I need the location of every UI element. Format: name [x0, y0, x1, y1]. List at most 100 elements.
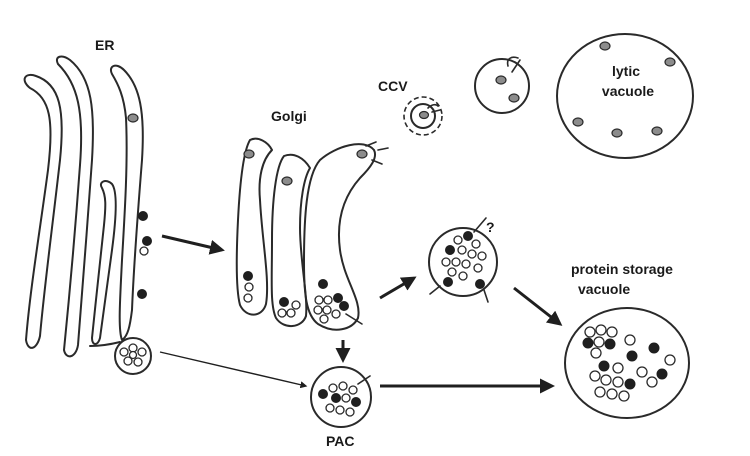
er-bud-stalk [89, 341, 121, 347]
er-dark-protein-1 [138, 211, 148, 221]
dv-dark-2 [445, 245, 455, 255]
pac-light-1 [328, 383, 338, 393]
arrow-golgi-to-dense-vesicle [379, 276, 417, 300]
golgi-c3-light-4 [322, 305, 332, 315]
lytic-gray-protein-3 [572, 117, 584, 127]
er-cisterna-1 [23, 74, 63, 349]
ccv-membrane [410, 103, 436, 129]
dv-light-8 [461, 259, 471, 269]
ccv-gray-protein [418, 110, 430, 120]
dv-light-4 [467, 249, 477, 259]
dv-light-9 [473, 263, 483, 273]
golgi-c3-light-5 [331, 309, 341, 319]
psv-p7 [624, 334, 636, 346]
pac-dark-2 [331, 393, 341, 403]
label-lytic-vacuole-1: lytic [612, 63, 640, 79]
label-question: ? [486, 219, 495, 235]
pac-group [310, 366, 372, 428]
dv-receptor-3 [483, 289, 489, 303]
label-ccv: CCV [378, 78, 408, 94]
er-bud [114, 337, 152, 375]
pac-light-3 [348, 385, 358, 395]
dv-dark-4 [475, 279, 485, 289]
psv-p22 [618, 390, 630, 402]
dv-light-6 [441, 257, 451, 267]
psv-p6 [604, 338, 616, 350]
golgi-c3-dark-3 [339, 301, 349, 311]
psv-p20 [594, 386, 606, 398]
golgi-c3-light-3 [313, 305, 323, 315]
golgi-c2-dark [279, 297, 289, 307]
dv-light-1 [453, 235, 463, 245]
er-group [23, 55, 152, 375]
dv-dark-3 [443, 277, 453, 287]
pac-receptor [357, 375, 371, 385]
golgi-c1-dark [243, 271, 253, 281]
psv-p23 [656, 368, 668, 380]
vesicle-receptor-2 [511, 59, 521, 73]
golgi-c3-dark-2 [333, 293, 343, 303]
er-dark-protein-3 [137, 289, 147, 299]
psv-p3 [606, 326, 618, 338]
golgi-coat-3 [377, 147, 389, 151]
dv-light-3 [457, 245, 467, 255]
golgi-cisterna-3 [303, 143, 376, 331]
dense-vesicle-membrane [428, 227, 498, 297]
er-bud-light-1 [119, 347, 129, 357]
dv-light-5 [477, 251, 487, 261]
psv-membrane [564, 307, 690, 419]
psv-p16 [600, 374, 612, 386]
ccv-receptor-2 [431, 109, 441, 113]
golgi-c1-light-2 [243, 293, 253, 303]
psv-p13 [612, 362, 624, 374]
psv-p4 [582, 337, 594, 349]
golgi-c3-light-2 [323, 295, 333, 305]
dv-light-7 [451, 257, 461, 267]
vesicle-gray-protein-2 [508, 93, 520, 103]
arrow-er-to-pac [159, 351, 308, 389]
dv-light-11 [458, 271, 468, 281]
er-bud-light-4 [123, 356, 133, 366]
pac-dark-1 [318, 389, 328, 399]
transport-vesicle [474, 56, 530, 114]
psv-p21 [606, 388, 618, 400]
psv-p11 [664, 354, 676, 366]
psv-p15 [589, 370, 601, 382]
pac-dark-3 [351, 397, 361, 407]
dv-receptor-2 [429, 285, 441, 295]
label-er: ER [95, 37, 114, 53]
golgi-gray-protein-1 [243, 149, 255, 159]
golgi-group [235, 137, 389, 331]
er-light-protein-1 [139, 246, 149, 256]
vesicle-receptor-1 [506, 56, 519, 67]
ccv-receptor-1 [427, 103, 439, 109]
psv-p10 [648, 342, 660, 354]
label-psv-2: vacuole [578, 281, 630, 297]
dv-light-2 [471, 239, 481, 249]
psv-p9 [626, 350, 638, 362]
label-golgi: Golgi [271, 108, 307, 124]
er-dark-protein-2 [142, 236, 152, 246]
lytic-vacuole-membrane [556, 33, 694, 159]
pac-light-6 [335, 405, 345, 415]
dense-vesicle-group [428, 217, 498, 303]
lytic-vacuole-group [556, 33, 694, 159]
pac-membrane [310, 366, 372, 428]
lytic-gray-protein-5 [651, 126, 663, 136]
er-bud-light-5 [133, 357, 143, 367]
golgi-c2-light-1 [277, 308, 287, 318]
er-bud-light-6 [128, 350, 138, 360]
er-cisterna-3 [110, 64, 144, 341]
dv-receptor-1 [473, 217, 487, 233]
psv-p17 [612, 376, 624, 388]
arrow-dense-vesicle-to-psv [513, 286, 563, 326]
psv-p8 [590, 347, 602, 359]
psv-p18 [624, 378, 636, 390]
golgi-c3-dark-1 [318, 279, 328, 289]
er-bud-light-2 [128, 343, 138, 353]
er-bud-light-3 [137, 347, 147, 357]
pac-light-2 [338, 381, 348, 391]
psv-p2 [595, 324, 607, 336]
vesicle-gray-protein-1 [495, 75, 507, 85]
